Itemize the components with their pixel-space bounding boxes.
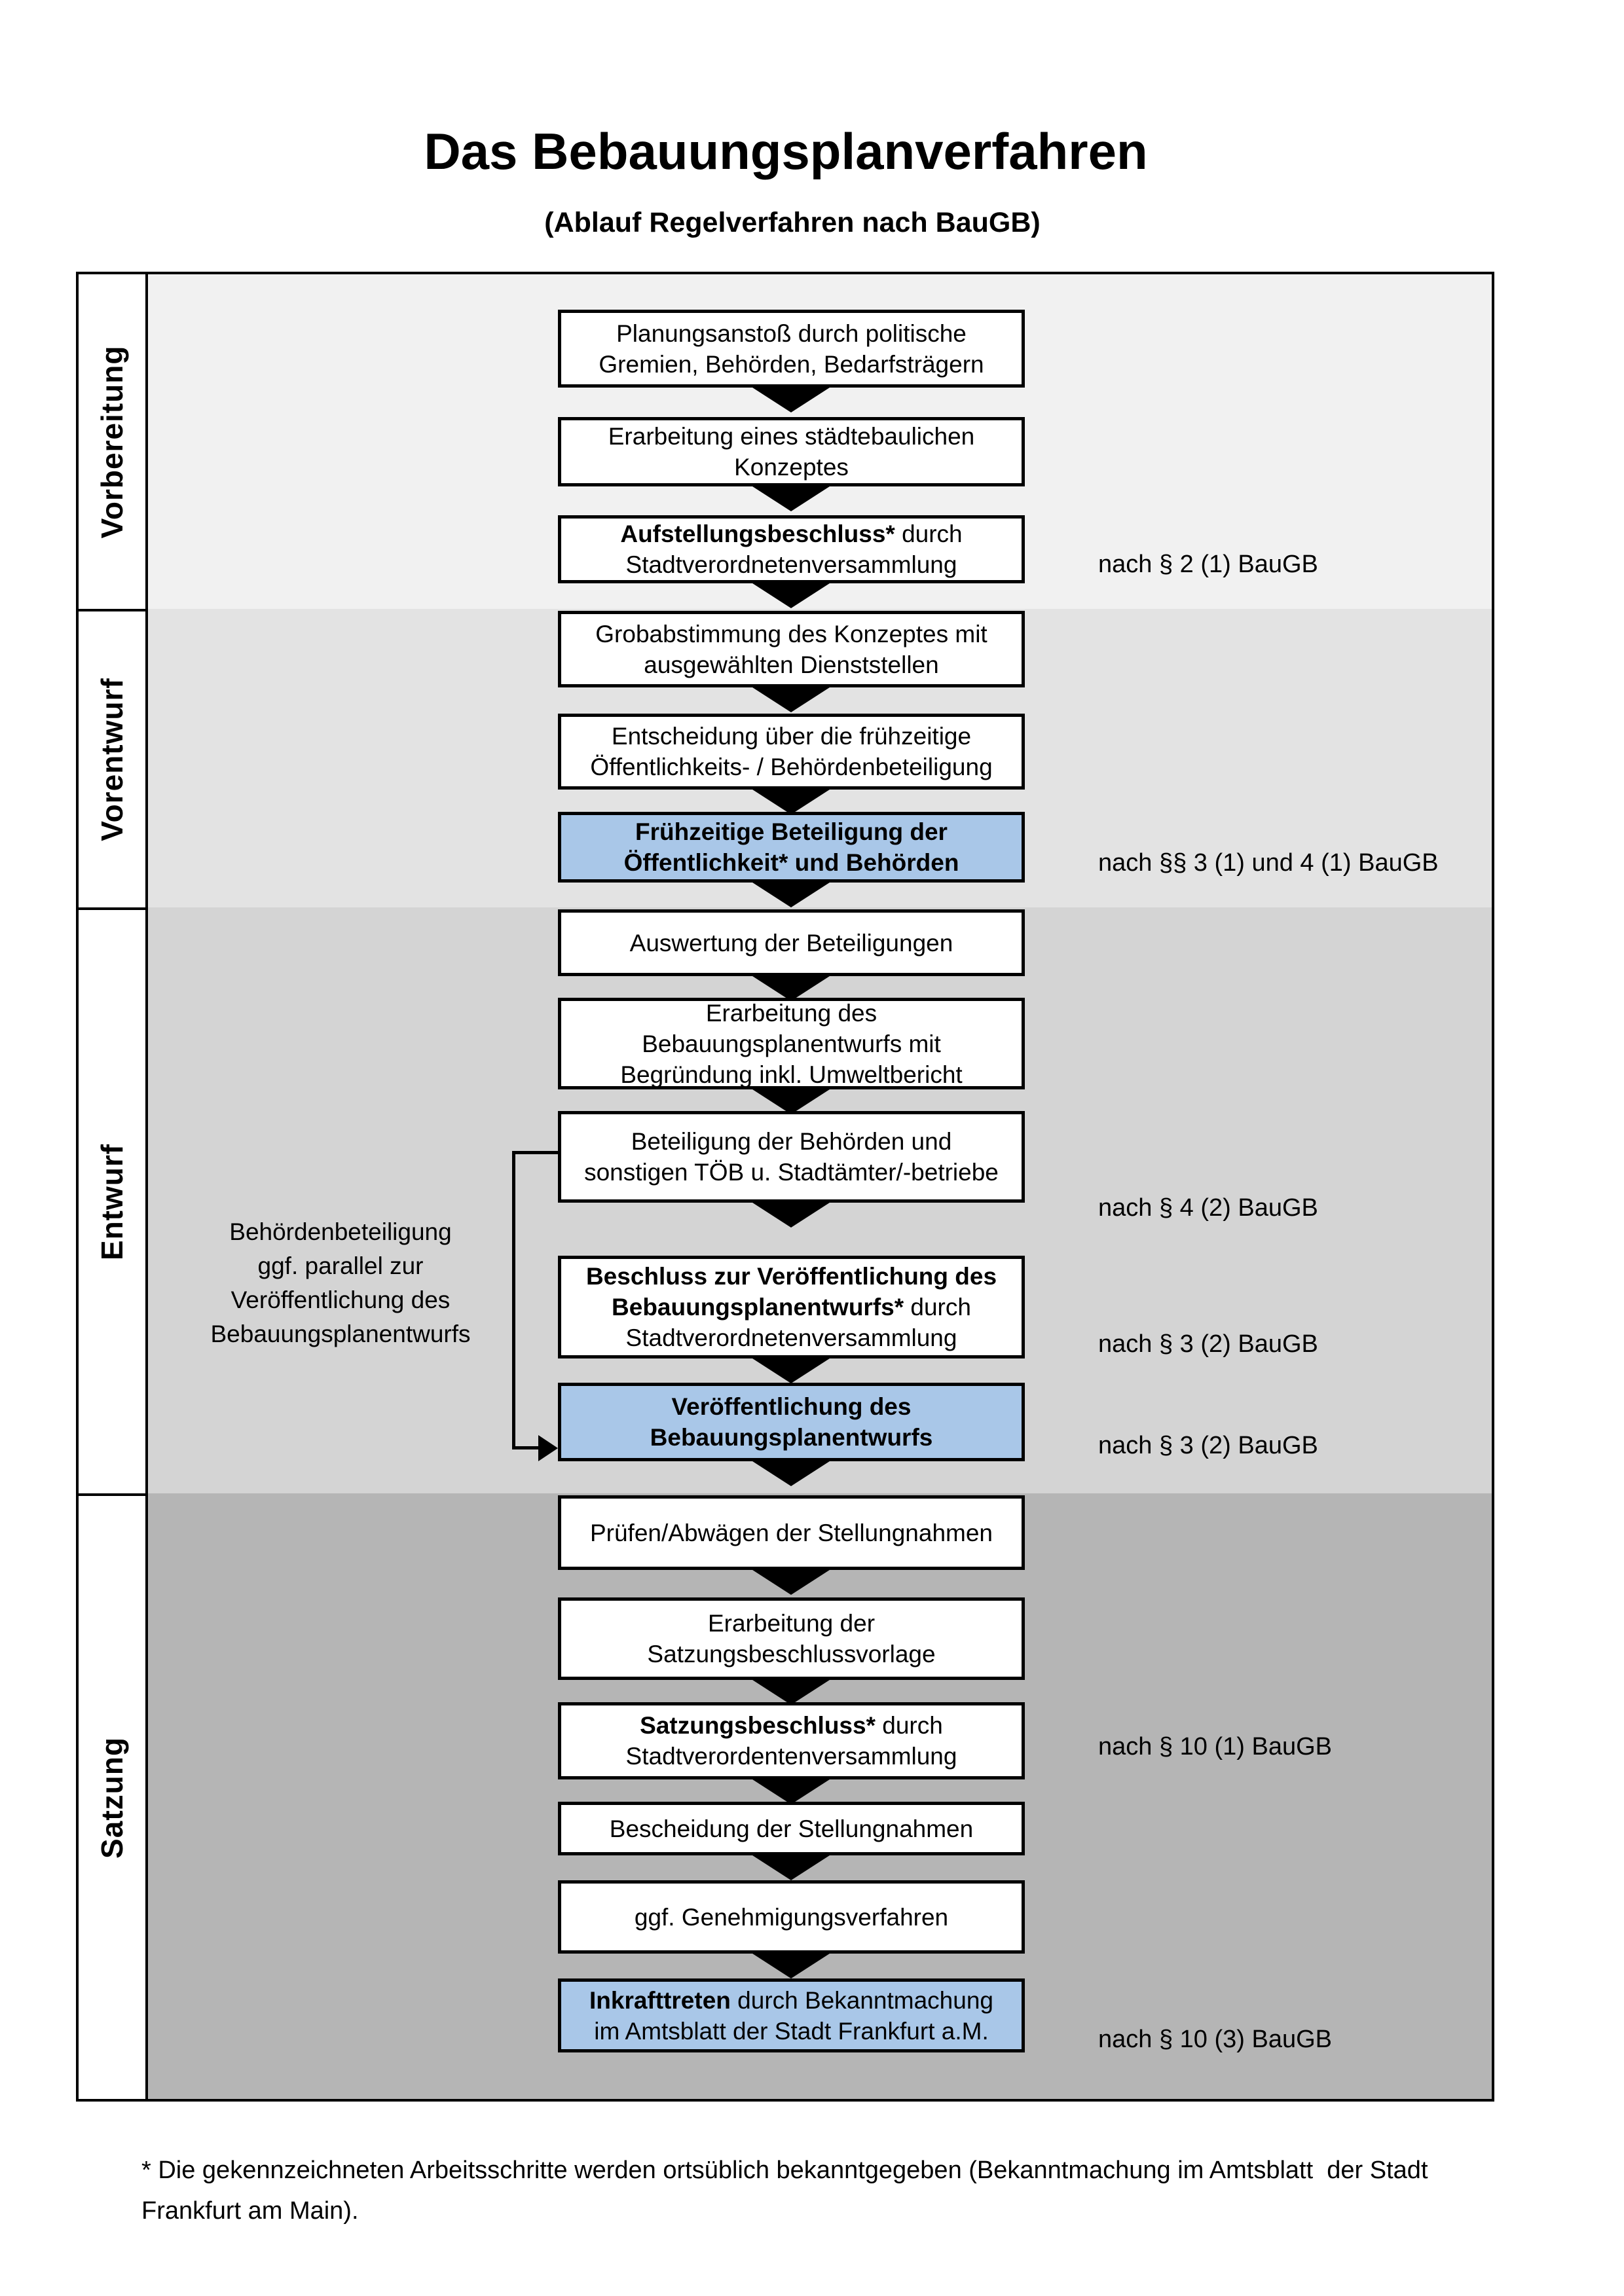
flow-arrow-down-icon xyxy=(750,788,832,814)
flow-arrow-down-icon xyxy=(750,1569,832,1595)
flow-box-pruefen-abwaegen: Prüfen/Abwägen der Stellungnahmen xyxy=(558,1495,1025,1570)
parallel-bracket-arrowhead-icon xyxy=(538,1435,558,1461)
legal-ref-veroeffentlichung-entwurf: nach § 3 (2) BauGB xyxy=(1098,1432,1318,1459)
flow-box-line: Satzungsbeschlussvorlage xyxy=(647,1641,936,1667)
flow-box-inkrafttreten: Inkrafttreten durch Bekanntmachung im Amt… xyxy=(558,1978,1025,2052)
flow-box-line: Stadtverordentenversammlung xyxy=(625,1743,957,1770)
flow-box-line: Beteiligung der Behörden und xyxy=(631,1128,952,1155)
flow-arrow-down-icon xyxy=(750,975,832,1001)
flow-box-line: Bebauungsplanentwurfs xyxy=(650,1424,933,1451)
flow-box-line: Veröffentlichung des xyxy=(671,1393,912,1420)
flow-box-line: Bebauungsplanentwurfs* durch xyxy=(612,1294,971,1321)
page-title: Das Bebauungsplanverfahren xyxy=(424,122,1148,180)
parallel-note: Behördenbeteiligung ggf. parallel zur Ve… xyxy=(210,1218,471,1347)
flow-box-line: Begründung inkl. Umweltbericht xyxy=(620,1061,963,1088)
flow-arrow-down-icon xyxy=(750,881,832,907)
flow-box-line: Stadtverordnetenversammlung xyxy=(625,551,957,578)
flow-box-line: ausgewählten Dienststellen xyxy=(644,651,939,678)
flow-arrow-down-icon xyxy=(750,1679,832,1705)
flow-arrow-down-icon xyxy=(750,1778,832,1804)
page-subtitle: (Ablauf Regelverfahren nach BauGB) xyxy=(544,207,1041,238)
flow-arrow-down-icon xyxy=(750,1201,832,1228)
flow-box-line: im Amtsblatt der Stadt Frankfurt a.M. xyxy=(594,2017,989,2045)
flow-arrow-down-icon xyxy=(750,1088,832,1114)
flow-box-beteiligung-behoerden-toeb: Beteiligung der Behörden und sonstigen TÖ… xyxy=(558,1111,1025,1203)
legal-ref-fruehzeitige-beteiligung: nach §§ 3 (1) und 4 (1) BauGB xyxy=(1098,849,1439,877)
flow-box-line: Erarbeitung eines städtebaulichen xyxy=(608,423,975,450)
flow-box-line: sonstigen TÖB u. Stadtämter/-betriebe xyxy=(584,1159,999,1186)
flow-arrow-down-icon xyxy=(750,1952,832,1978)
flow-box-line: Planungsanstoß durch politische xyxy=(616,319,967,347)
flow-arrow-down-icon xyxy=(750,1460,832,1486)
flow-box-line: Prüfen/Abwägen der Stellungnahmen xyxy=(589,1519,993,1546)
flow-box-auswertung-beteiligungen: Auswertung der Beteiligungen xyxy=(558,909,1025,976)
flow-box-line: Auswertung der Beteiligungen xyxy=(629,929,953,957)
flow-box-line: Öffentlichkeit* und Behörden xyxy=(623,849,959,876)
phase-cell-satzung: Satzung xyxy=(79,1493,145,2099)
flow-box-line: Gremien, Behörden, Bedarfsträgern xyxy=(599,350,984,378)
flow-box-line: Erarbeitung des xyxy=(705,999,877,1027)
flow-box-line: Frühzeitige Beteiligung der xyxy=(635,818,948,845)
footnote: * Die gekennzeichneten Arbeitsschritte w… xyxy=(141,2157,1428,2225)
flow-box-genehmigungsverfahren: ggf. Genehmigungsverfahren xyxy=(558,1880,1025,1954)
flow-box-line: Stadtverordnetenversammlung xyxy=(625,1324,957,1351)
flow-arrow-down-icon xyxy=(750,582,832,608)
flow-box-line: Bebauungsplanentwurfs mit xyxy=(642,1030,941,1057)
flow-arrow-down-icon xyxy=(750,386,832,412)
flow-box-line: Grobabstimmung des Konzeptes mit xyxy=(595,620,987,647)
flow-box-line: Beschluss zur Veröffentlichung des xyxy=(585,1263,997,1290)
flow-box-line: Satzungsbeschluss* durch xyxy=(640,1712,943,1739)
flow-arrow-down-icon xyxy=(750,1854,832,1880)
phase-cell-entwurf: Entwurf xyxy=(79,907,145,1493)
flow-arrow-down-icon xyxy=(750,686,832,712)
legal-ref-inkrafttreten: nach § 10 (3) BauGB xyxy=(1098,2026,1332,2053)
flow-box-bescheidung-stellungnahmen: Bescheidung der Stellungnahmen xyxy=(558,1802,1025,1855)
flow-box-line: Entscheidung über die frühzeitige xyxy=(611,723,972,750)
legal-ref-aufstellungsbeschluss: nach § 2 (1) BauGB xyxy=(1098,551,1318,578)
flow-box-line: Bescheidung der Stellungnahmen xyxy=(609,1815,974,1842)
phase-cell-vorentwurf: Vorentwurf xyxy=(79,609,145,907)
parallel-bracket-top-line xyxy=(512,1151,558,1154)
legal-ref-beschluss-veroeffentlichung: nach § 3 (2) BauGB xyxy=(1098,1330,1318,1358)
flow-box-line: Öffentlichkeits- / Behördenbeteiligung xyxy=(590,754,993,780)
legal-ref-beteiligung-behoerden-toeb: nach § 4 (2) BauGB xyxy=(1098,1194,1318,1222)
flow-box-grobabstimmung: Grobabstimmung des Konzeptes mit ausgewäh… xyxy=(558,611,1025,687)
legal-ref-satzungsbeschluss: nach § 10 (1) BauGB xyxy=(1098,1733,1332,1760)
flow-box-line: Konzeptes xyxy=(734,454,849,481)
parallel-bracket-bottom-line xyxy=(512,1446,541,1449)
flow-arrow-down-icon xyxy=(750,1357,832,1383)
parallel-bracket-vertical-line xyxy=(512,1151,515,1449)
flow-box-line: Inkrafttreten durch Bekanntmachung xyxy=(589,1986,993,2014)
flow-box-line: Erarbeitung der xyxy=(707,1610,876,1637)
flow-arrow-down-icon xyxy=(750,485,832,511)
flow-box-line: ggf. Genehmigungsverfahren xyxy=(634,1903,949,1931)
flow-box-line: Aufstellungsbeschluss* durch xyxy=(620,520,963,547)
